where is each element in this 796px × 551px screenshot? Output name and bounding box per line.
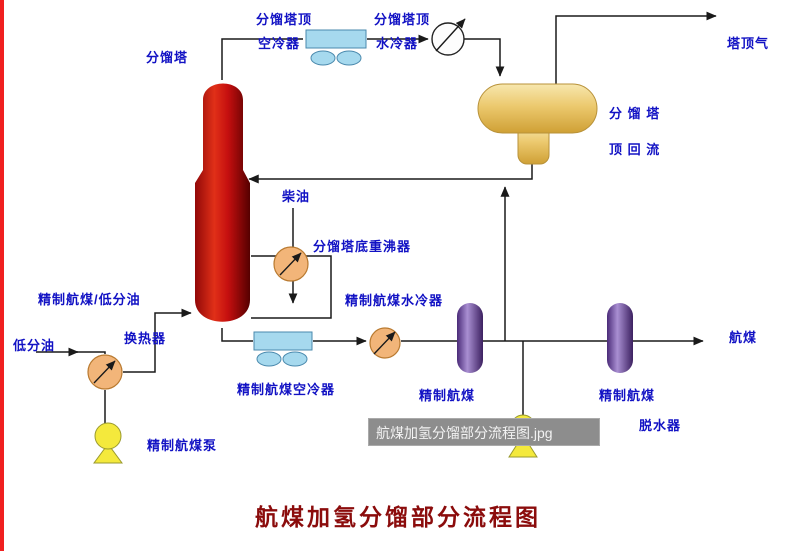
top-air-cooler-fan-1 bbox=[310, 50, 336, 66]
filename-overlay: 航煤加氢分馏部分流程图.jpg bbox=[368, 418, 600, 446]
pipe-drum-overhead-gas bbox=[555, 11, 717, 84]
label-reflux-drum-2: 顶 回 流 bbox=[609, 142, 661, 157]
jet-water-cooler-arrow bbox=[373, 331, 396, 355]
label-refined-jet-b: 精制航煤 bbox=[599, 388, 656, 403]
label-reflux-drum-1: 分 馏 塔 bbox=[609, 106, 661, 121]
pipe-tower-overhead bbox=[221, 38, 303, 80]
label-dewaterer: 脱水器 bbox=[639, 418, 682, 433]
label-air-cooler-top-2: 空冷器 bbox=[258, 36, 301, 51]
diagram-title: 航煤加氢分馏部分流程图 bbox=[255, 504, 541, 530]
label-overhead-gas: 塔顶气 bbox=[727, 36, 770, 51]
pipe-tower-bottoms bbox=[221, 328, 253, 342]
top-water-cooler-arrow bbox=[435, 18, 466, 52]
label-heat-exchanger: 换热器 bbox=[124, 331, 167, 346]
label-lp-oil: 低分油 bbox=[13, 338, 56, 353]
label-refined-jet-pump: 精制航煤泵 bbox=[147, 438, 218, 453]
label-diesel: 柴油 bbox=[282, 189, 311, 204]
label-jet-water-cooler: 精制航煤水冷器 bbox=[345, 293, 444, 308]
label-air-cooler-top-1: 分馏塔顶 bbox=[256, 12, 313, 27]
top-air-cooler-fan-2 bbox=[336, 50, 362, 66]
pipe-lp-oil-to-exchanger bbox=[76, 351, 106, 354]
dewaterer-vessel bbox=[607, 303, 633, 373]
jet-air-cooler-fan-2 bbox=[282, 351, 308, 367]
left-red-strip bbox=[0, 0, 4, 551]
label-fractionator: 分馏塔 bbox=[146, 50, 189, 65]
jet-air-cooler-fan-1 bbox=[256, 351, 282, 367]
reboiler-arrow bbox=[279, 252, 302, 276]
jet-filter-vessel bbox=[457, 303, 483, 373]
feed-exchanger-arrow bbox=[93, 360, 116, 384]
label-reboiler: 分馏塔底重沸器 bbox=[313, 239, 412, 254]
pipe-feed-to-tower bbox=[123, 308, 192, 373]
label-water-cooler-top-1: 分馏塔顶 bbox=[374, 12, 431, 27]
label-jet-fuel: 航煤 bbox=[729, 330, 758, 345]
jet-air-cooler bbox=[253, 331, 313, 351]
label-refined-jet-lp-oil: 精制航煤/低分油 bbox=[38, 292, 141, 307]
pipe-watercooler-to-drum bbox=[464, 38, 505, 77]
second-pump-base bbox=[508, 434, 538, 458]
top-air-cooler bbox=[305, 29, 367, 49]
pipe-reflux-return bbox=[248, 164, 533, 184]
label-jet-air-cooler: 精制航煤空冷器 bbox=[237, 382, 336, 397]
jet-pump bbox=[94, 422, 122, 450]
label-refined-jet-a: 精制航煤 bbox=[419, 388, 476, 403]
reflux-drum bbox=[477, 83, 598, 134]
label-water-cooler-top-2: 水冷器 bbox=[376, 36, 419, 51]
jet-pump-base bbox=[93, 443, 123, 464]
fractionation-tower bbox=[195, 83, 250, 322]
